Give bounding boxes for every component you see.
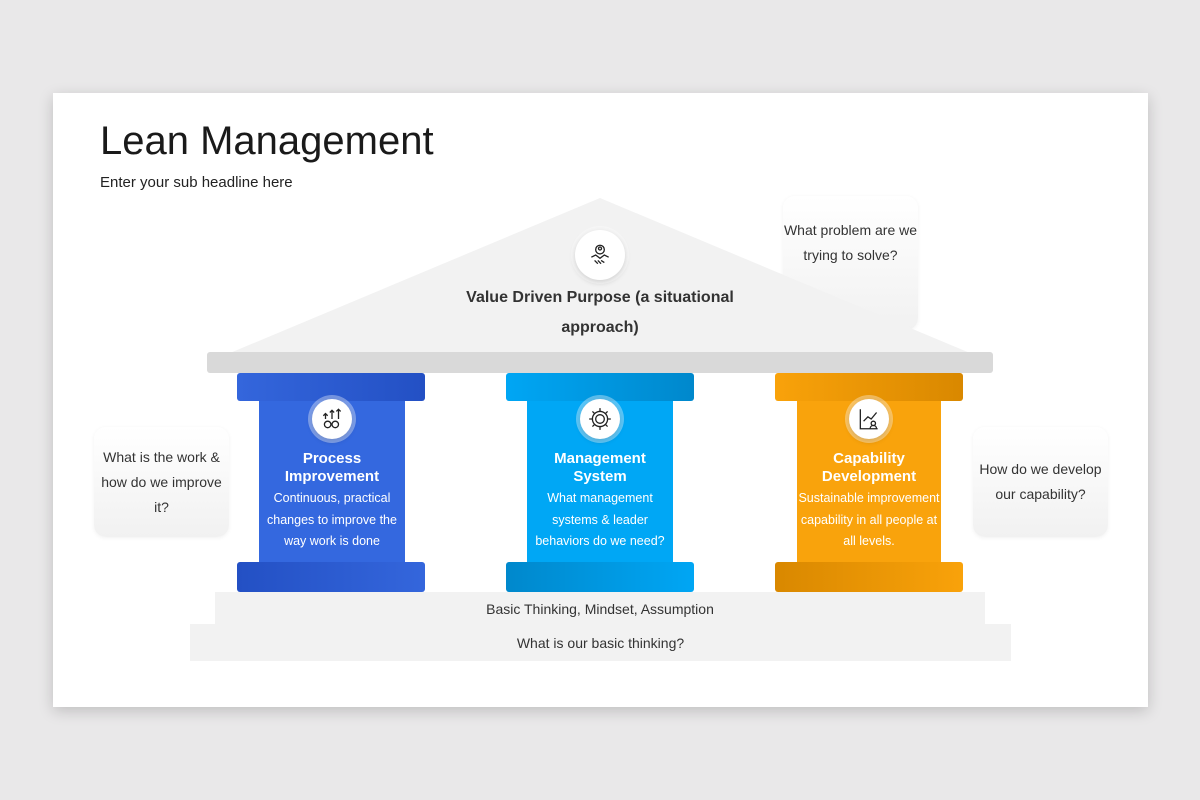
card-text: What is the work & how do we improve it? xyxy=(101,448,222,515)
card-text: How do we develop our capability? xyxy=(979,461,1102,502)
left-question-card: What is the work & how do we improve it? xyxy=(94,427,229,537)
growth-chart-person-icon xyxy=(849,399,889,439)
pillar-title: Process Improvement xyxy=(284,450,380,485)
pillar-title: Capability Development xyxy=(821,450,917,485)
pillar-capital xyxy=(506,373,694,401)
slide: Lean Management Enter your sub headline … xyxy=(53,93,1148,707)
pillar-base xyxy=(237,562,425,592)
gears-arrows-icon xyxy=(312,399,352,439)
pillar-capital xyxy=(775,373,963,401)
pillar-capital xyxy=(237,373,425,401)
pillar-text: What management systems & leader behavio… xyxy=(535,491,665,548)
card-text: What problem are we trying to solve? xyxy=(783,222,918,263)
teamwork-handshake-icon xyxy=(575,230,625,280)
page-title: Lean Management xyxy=(100,119,434,163)
page-subtitle: Enter your sub headline here xyxy=(100,174,293,191)
pillar-shaft: Capability Development Sustainable impro… xyxy=(797,399,941,562)
roof-beam xyxy=(207,352,993,373)
foundation-step-lower: What is our basic thinking? xyxy=(190,624,1011,661)
pillar-title: Management System xyxy=(554,450,646,485)
roof-label: Value Driven Purpose (a situational appr… xyxy=(466,289,734,336)
right-question-card: How do we develop our capability? xyxy=(973,427,1108,537)
gear-team-icon xyxy=(580,399,620,439)
pillar-base xyxy=(506,562,694,592)
pillar-shaft: Process Improvement Continuous, practica… xyxy=(259,399,405,562)
pillar-shaft: Management System What management system… xyxy=(527,399,673,562)
pillar-text: Sustainable improvement capability in al… xyxy=(798,491,940,548)
foundation-step-upper: Basic Thinking, Mindset, Assumption xyxy=(215,592,985,624)
pillar-text: Continuous, practical changes to improve… xyxy=(267,491,397,548)
pillar-base xyxy=(775,562,963,592)
